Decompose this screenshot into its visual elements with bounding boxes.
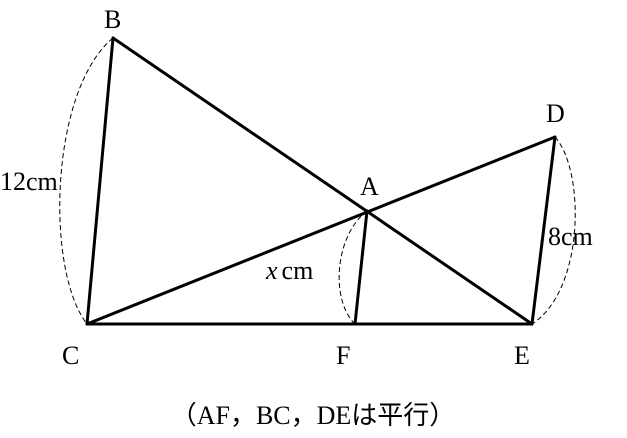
dimension-arc-DE bbox=[531, 136, 576, 325]
segment-BE bbox=[111, 36, 534, 326]
label-B: B bbox=[104, 5, 121, 34]
length-DE: 8cm bbox=[548, 222, 593, 251]
caption: （AF，BC，DEは平行） bbox=[171, 401, 456, 430]
label-A: A bbox=[360, 172, 379, 201]
dimension-arc-AF bbox=[338, 210, 368, 325]
segment-BC bbox=[85, 36, 115, 326]
length-BC: 12cm bbox=[0, 167, 58, 196]
label-D: D bbox=[546, 99, 565, 128]
dimension-arc-BC bbox=[59, 37, 114, 325]
segment-CD bbox=[85, 135, 557, 326]
label-E: E bbox=[514, 341, 530, 370]
segment-DE bbox=[530, 135, 557, 326]
segment-AF bbox=[353, 209, 369, 326]
label-F: F bbox=[336, 341, 350, 370]
label-C: C bbox=[62, 341, 79, 370]
